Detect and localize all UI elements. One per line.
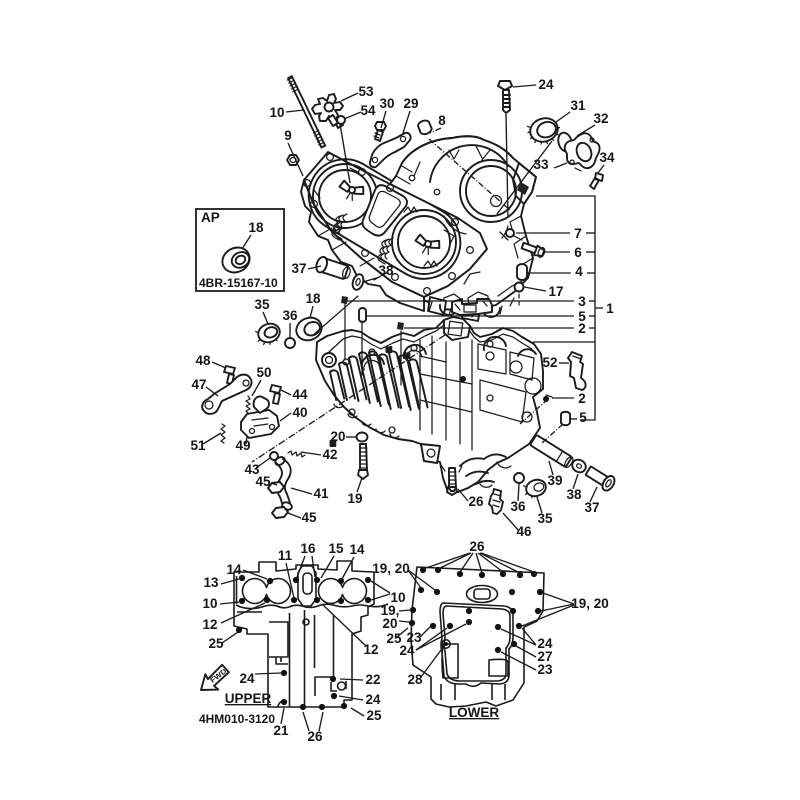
svg-text:19, 20: 19, 20 <box>571 596 609 611</box>
svg-text:34: 34 <box>599 150 615 165</box>
svg-text:32: 32 <box>593 111 608 126</box>
svg-text:36: 36 <box>510 499 526 514</box>
svg-text:4BR-15167-10: 4BR-15167-10 <box>199 276 278 290</box>
svg-text:11: 11 <box>278 548 293 563</box>
svg-text:2: 2 <box>578 391 586 406</box>
svg-text:49: 49 <box>235 438 250 453</box>
svg-text:17: 17 <box>548 284 563 299</box>
svg-text:44: 44 <box>292 387 308 402</box>
svg-text:33: 33 <box>533 157 549 172</box>
svg-text:4: 4 <box>575 264 583 279</box>
svg-text:35: 35 <box>254 297 270 312</box>
svg-text:47: 47 <box>191 377 206 392</box>
svg-text:M: M <box>404 353 410 360</box>
svg-text:4HM010-3120: 4HM010-3120 <box>199 712 275 726</box>
svg-text:24: 24 <box>537 636 553 651</box>
svg-text:3: 3 <box>578 294 586 309</box>
svg-text:12: 12 <box>202 617 217 632</box>
svg-text:52: 52 <box>542 355 557 370</box>
svg-text:45: 45 <box>301 510 317 525</box>
svg-text:42: 42 <box>322 447 337 462</box>
svg-text:AP: AP <box>201 210 220 225</box>
svg-text:48: 48 <box>195 353 211 368</box>
svg-text:10: 10 <box>269 105 284 120</box>
svg-text:10: 10 <box>202 596 217 611</box>
svg-text:M: M <box>386 347 392 354</box>
svg-text:16: 16 <box>300 541 316 556</box>
svg-text:23: 23 <box>537 662 553 677</box>
svg-text:38: 38 <box>566 487 582 502</box>
svg-text:2: 2 <box>578 321 586 336</box>
svg-text:UPPER: UPPER <box>225 691 272 706</box>
svg-text:51: 51 <box>190 438 206 453</box>
svg-text:20: 20 <box>330 429 345 444</box>
svg-text:36: 36 <box>282 308 298 323</box>
svg-text:5: 5 <box>579 410 587 425</box>
svg-text:19: 19 <box>347 491 362 506</box>
svg-text:12: 12 <box>363 642 378 657</box>
svg-text:14: 14 <box>349 542 365 557</box>
svg-text:5: 5 <box>578 309 586 324</box>
svg-text:26: 26 <box>468 494 484 509</box>
svg-text:19,: 19, <box>381 603 400 618</box>
svg-text:35: 35 <box>537 511 553 526</box>
svg-text:45: 45 <box>255 474 271 489</box>
svg-text:50: 50 <box>256 365 271 380</box>
svg-text:37: 37 <box>584 500 599 515</box>
svg-text:M: M <box>330 441 336 448</box>
svg-text:25: 25 <box>208 636 224 651</box>
svg-text:28: 28 <box>407 672 423 687</box>
svg-text:21: 21 <box>273 723 289 738</box>
svg-text:22: 22 <box>365 672 380 687</box>
svg-text:27: 27 <box>537 649 552 664</box>
svg-text:6: 6 <box>574 245 582 260</box>
svg-text:46: 46 <box>516 524 532 539</box>
svg-text:25: 25 <box>366 708 382 723</box>
svg-text:30: 30 <box>379 96 394 111</box>
svg-text:24: 24 <box>538 77 554 92</box>
svg-text:24: 24 <box>239 671 255 686</box>
svg-text:24: 24 <box>399 643 415 658</box>
svg-text:23: 23 <box>406 630 422 645</box>
svg-text:43: 43 <box>244 462 260 477</box>
svg-text:54: 54 <box>360 103 376 118</box>
svg-text:15: 15 <box>328 541 344 556</box>
svg-text:18: 18 <box>248 220 264 235</box>
svg-text:39: 39 <box>547 473 562 488</box>
svg-text:25: 25 <box>386 631 402 646</box>
svg-text:13: 13 <box>203 575 219 590</box>
svg-text:26: 26 <box>469 539 485 554</box>
svg-text:LOWER: LOWER <box>449 705 499 720</box>
svg-text:19, 20: 19, 20 <box>372 561 410 576</box>
svg-text:53: 53 <box>358 84 374 99</box>
svg-text:29: 29 <box>403 96 418 111</box>
svg-text:41: 41 <box>313 486 329 501</box>
svg-text:38: 38 <box>378 263 394 278</box>
svg-text:37: 37 <box>291 261 306 276</box>
svg-text:14: 14 <box>226 562 242 577</box>
svg-text:7: 7 <box>574 226 582 241</box>
svg-text:1: 1 <box>606 301 614 316</box>
svg-text:18: 18 <box>305 291 321 306</box>
svg-text:9: 9 <box>284 128 292 143</box>
svg-text:31: 31 <box>570 98 586 113</box>
svg-text:8: 8 <box>438 113 446 128</box>
svg-text:40: 40 <box>292 405 307 420</box>
svg-text:10: 10 <box>390 590 405 605</box>
svg-text:24: 24 <box>365 692 381 707</box>
svg-text:26: 26 <box>307 729 323 744</box>
svg-text:20: 20 <box>382 616 397 631</box>
